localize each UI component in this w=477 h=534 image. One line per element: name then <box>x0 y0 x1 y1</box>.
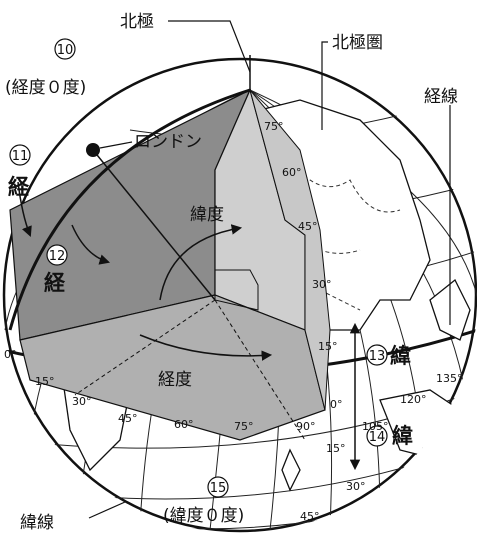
slat-tick-45: 45° <box>300 510 320 523</box>
arrow-12 <box>71 224 111 265</box>
kei-label-12: 経 <box>44 271 66 295</box>
svg-text:11: 11 <box>12 149 29 164</box>
marker-11: 11 <box>9 144 31 166</box>
marker-10: 10 <box>54 38 76 60</box>
dashed-line-2 <box>74 299 216 396</box>
london-label: ロンドン <box>134 132 202 152</box>
longitude-label: 経度 <box>158 370 192 390</box>
center-marker <box>214 269 259 311</box>
lat-tick-15: 15° <box>318 340 338 353</box>
lon-tick-90: 90° <box>296 420 316 433</box>
marker-12: 12 <box>46 244 68 266</box>
cutaway <box>8 55 331 441</box>
london-radius <box>92 149 216 301</box>
svg-text:14: 14 <box>369 430 386 445</box>
prime-meridian-label: (経度０度) <box>5 78 86 98</box>
arrows <box>17 181 361 471</box>
slat-tick-30: 30° <box>346 480 366 493</box>
marker-15: 15 <box>207 476 229 498</box>
arrow-11 <box>17 181 32 237</box>
marker-14: 14 <box>366 425 388 447</box>
slat-tick-15: 15° <box>326 442 346 455</box>
i-label-13: 緯 <box>390 344 411 368</box>
equator-label: (緯度０度) <box>163 506 244 526</box>
lon-tick-0: 0° <box>4 348 17 361</box>
london-dot <box>86 143 100 157</box>
latitude-label: 緯度 <box>190 205 224 225</box>
marker-13: 13 <box>366 344 388 366</box>
lon-tick-105: 105° <box>362 420 389 433</box>
i-label-14: 緯 <box>392 424 413 448</box>
svg-text:12: 12 <box>49 249 66 264</box>
lon-tick-60: 60° <box>174 418 194 431</box>
equator-tick-0: 0° <box>330 398 343 411</box>
lon-tick-30: 30° <box>72 395 92 408</box>
leaders <box>88 20 451 519</box>
svg-text:13: 13 <box>369 349 386 364</box>
cut-plane-right <box>249 89 331 411</box>
london-leader <box>99 141 133 149</box>
latitude-arc <box>159 224 243 301</box>
prime-meridian-edge <box>8 88 251 331</box>
parallel-label: 緯線 <box>20 513 54 533</box>
lat-tick-75: 75° <box>264 120 284 133</box>
lat-tick-30: 30° <box>312 278 332 291</box>
lon-tick-120: 120° <box>400 393 427 406</box>
svg-text:15: 15 <box>210 481 227 496</box>
meridian-label: 経線 <box>424 87 458 107</box>
kei-label-11: 経 <box>8 175 30 199</box>
lat-tick-60: 60° <box>282 166 302 179</box>
lat-tick-45: 45° <box>298 220 318 233</box>
north-pole-label: 北極 <box>120 12 154 32</box>
lon-tick-45: 45° <box>118 412 138 425</box>
lon-tick-75: 75° <box>234 420 254 433</box>
lon-tick-135: 135° <box>436 372 463 385</box>
arctic-circle-label: 北極圏 <box>332 33 383 53</box>
lon-tick-15: 15° <box>35 375 55 388</box>
svg-text:10: 10 <box>57 43 74 58</box>
longitude-arc <box>139 334 273 361</box>
